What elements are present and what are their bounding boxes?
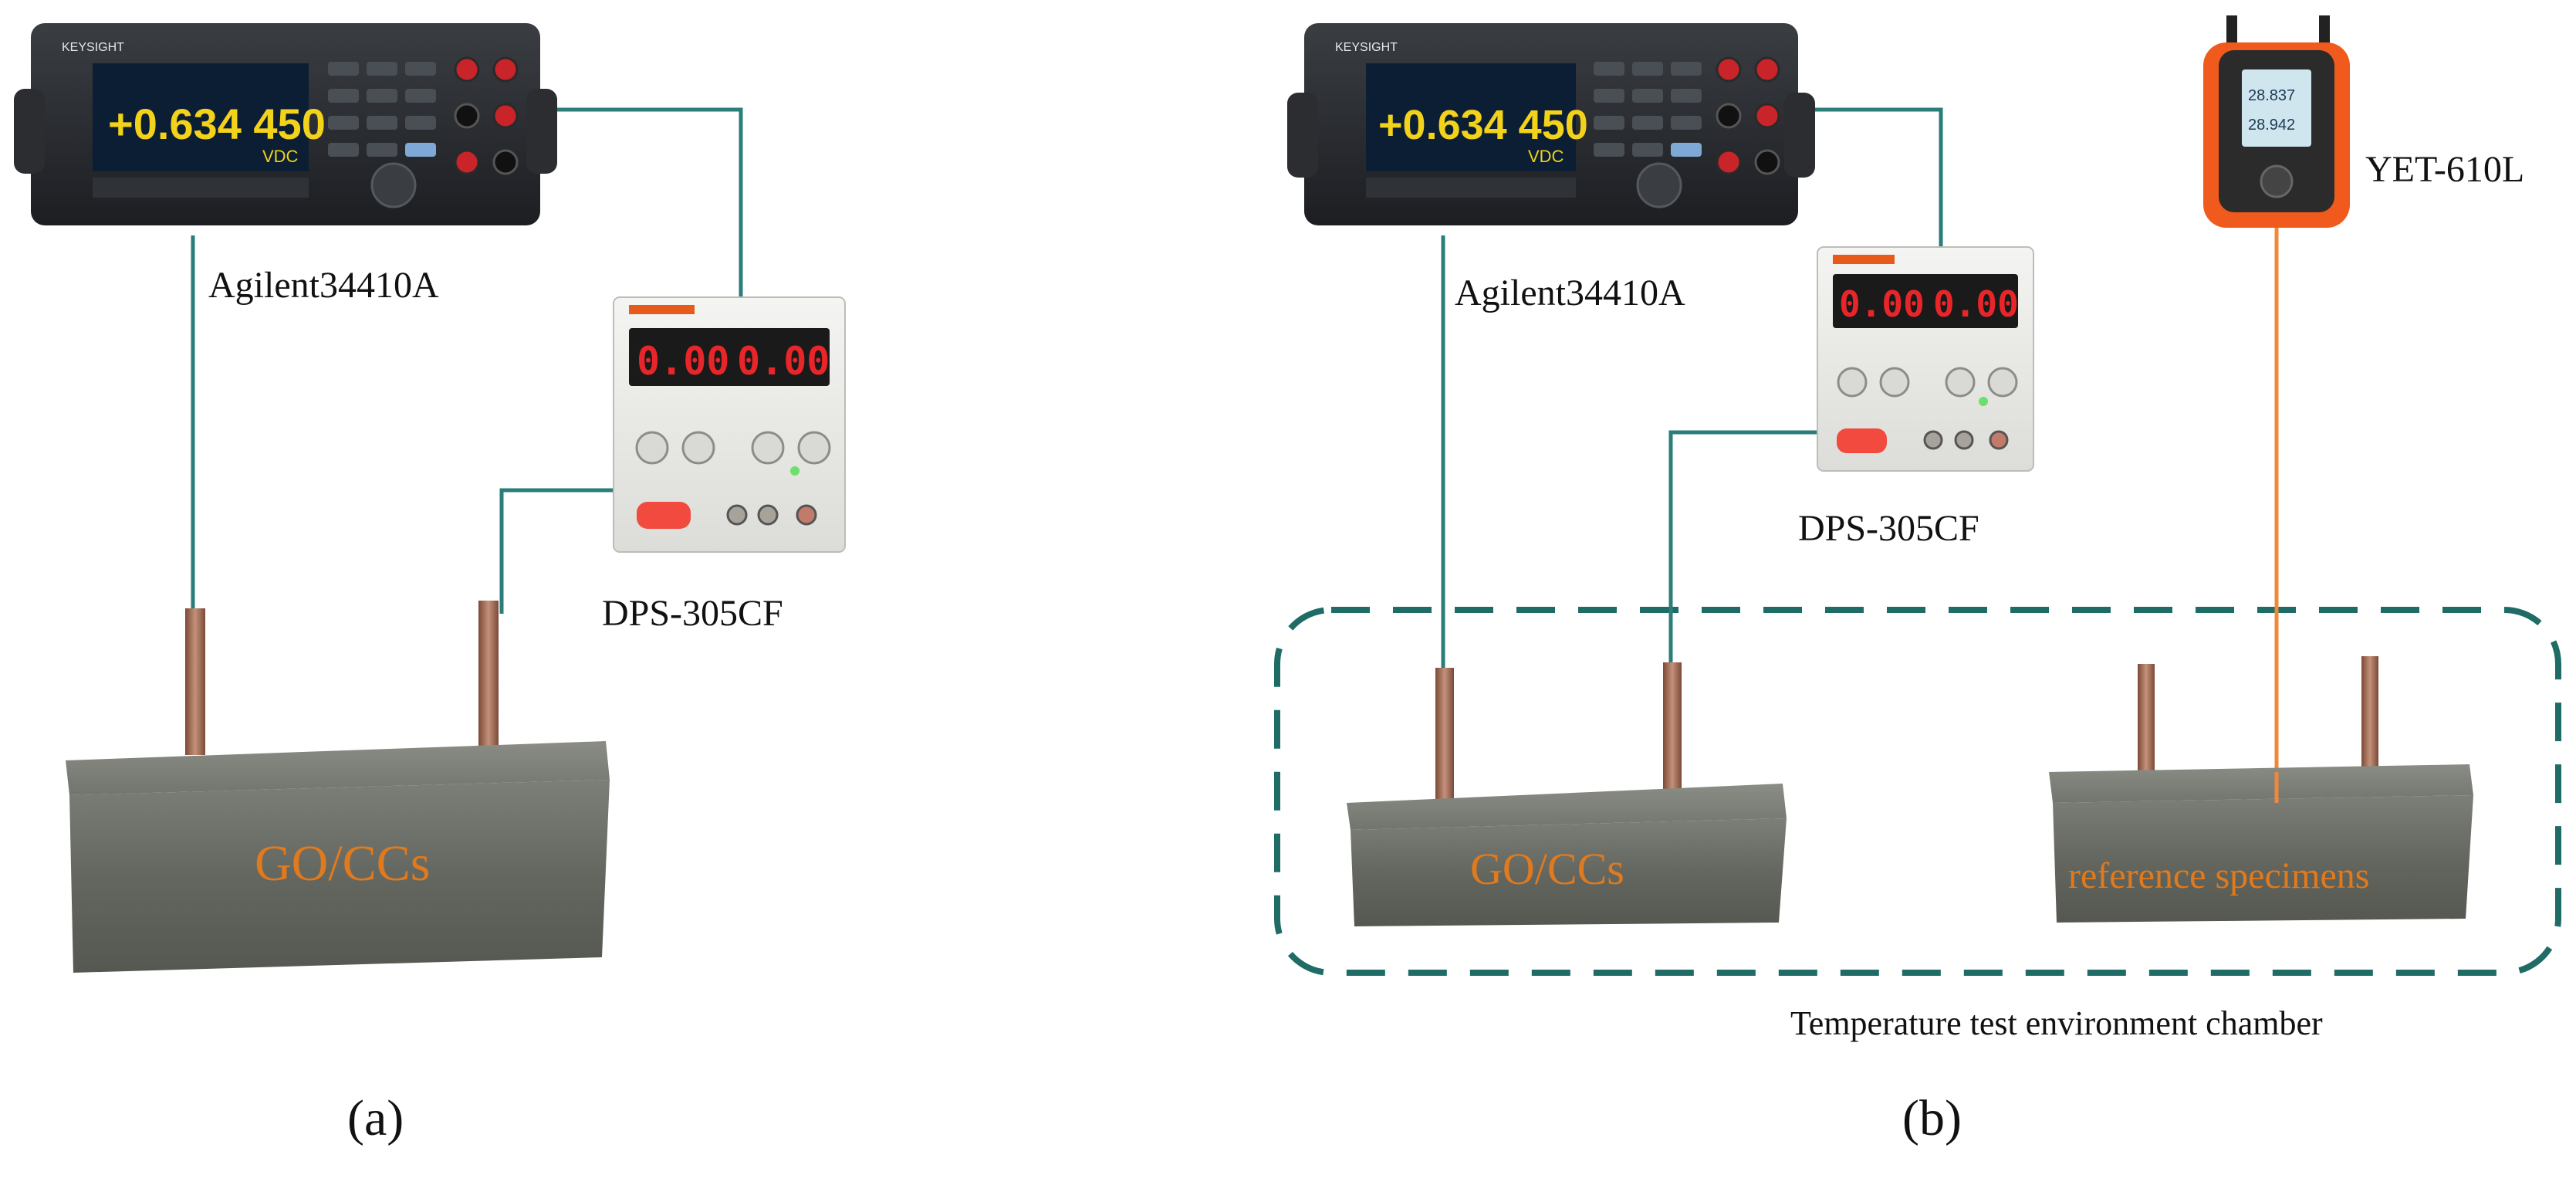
psu-terminals [726,504,817,526]
left-electrode-a [185,608,205,755]
specimen-label-b: GO/CCs [1470,844,1624,894]
psu-led [1979,397,1988,406]
psu-display [1833,274,2018,328]
psu-knobs [1837,367,2018,398]
multimeter-terminals [1716,56,1780,175]
thermometer-screen [2242,69,2311,147]
multimeter-brand: KEYSIGHT [1335,41,1398,54]
specimen-block-a [66,741,610,973]
panel-b: Temperature test environment chamber KEY… [1274,15,2561,1146]
reference-electrode-right [2361,656,2378,772]
wires-panel-b [1441,107,1943,675]
right-electrode-b [1663,662,1682,805]
multimeter-softkeys [93,178,309,198]
multimeter-handle-right [1784,93,1815,178]
psu-led [790,466,800,476]
wire-multimeter-to-psu [532,107,743,305]
multimeter-keypad [1594,62,1702,208]
thermometer-yet610l: 28.837 28.942 [2203,15,2350,228]
reference-specimens-label: reference specimens [2068,855,2369,896]
psu-display [629,328,830,386]
thermometer-connector-left [2226,15,2237,46]
psu-brand-strip [629,305,695,314]
reference-electrode-left [2138,664,2155,772]
psu-knobs [635,431,831,465]
specimen-label-a: GO/CCs [255,835,430,892]
multimeter-label-b: Agilent34410A [1455,273,1685,313]
multimeter-screen [1366,63,1576,171]
multimeter-screen [93,63,309,171]
panel-a: KEYSIGHT +0.634 450 VDC Agile [14,23,846,1146]
left-electrode-b [1435,668,1454,807]
temperature-chamber-outline [1274,607,2561,976]
psu-current-reading: 0.00 [637,339,729,384]
multimeter-softkeys [1366,178,1576,198]
thermometer-label: YET-610L [2365,149,2524,190]
psu-power-switch [1837,428,1887,453]
wires-panel-a [191,107,743,618]
wire-psu-to-right-electrode-b [1668,430,1817,668]
caption-a: (a) [347,1090,404,1146]
multimeter-brand: KEYSIGHT [62,41,124,54]
multimeter-reading: +0.634 450 [1378,102,1588,148]
psu-label-b: DPS-305CF [1798,508,1979,549]
multimeter-terminals [454,56,519,175]
thermometer-connector-right [2319,15,2330,46]
psu-terminals [1923,430,2009,450]
multimeter-keypad [328,62,436,208]
psu-voltage-reading: 0.00 [737,339,830,384]
thermometer-reading-1: 28.837 [2248,87,2295,104]
multimeter-handle-right [526,89,557,174]
power-supply-b: 0.00 0.00 [1817,246,2034,472]
multimeter-a: KEYSIGHT +0.634 450 VDC [14,23,557,225]
multimeter-reading: +0.634 450 [108,100,326,148]
multimeter-handle-left [1287,93,1318,178]
multimeter-unit: VDC [1528,147,1564,166]
power-supply-a: 0.00 0.00 [613,296,846,553]
psu-brand-strip [1833,255,1895,264]
multimeter-label-a: Agilent34410A [208,265,439,306]
wire-multimeter-to-psu-b [1794,107,1943,251]
multimeter-unit: VDC [262,147,299,166]
psu-voltage-reading: 0.00 [1933,283,2019,325]
thermometer-dial [2260,164,2294,198]
specimen-block-b [1347,784,1787,926]
wire-psu-to-right-electrode [499,488,614,614]
multimeter-b: KEYSIGHT +0.634 450 VDC [1287,23,1815,225]
multimeter-handle-left [14,89,45,174]
reference-specimen-block [2049,764,2473,923]
right-electrode-a [478,601,499,755]
chamber-label: Temperature test environment chamber [1790,1004,2323,1042]
psu-current-reading: 0.00 [1839,283,1925,325]
thermometer-reading-2: 28.942 [2248,117,2295,134]
psu-label-a: DPS-305CF [602,593,783,634]
caption-b: (b) [1902,1090,1962,1146]
psu-power-switch [637,502,691,529]
